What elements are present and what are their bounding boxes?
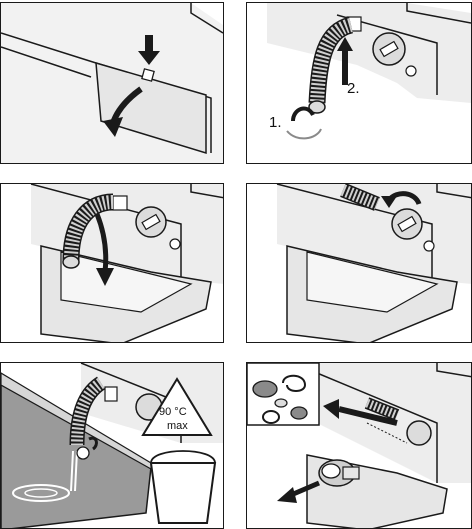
coin-icon: [252, 380, 278, 398]
pump-cap-icon[interactable]: [318, 459, 360, 487]
max-label: max: [167, 420, 188, 432]
remove-cap-illustration: [247, 363, 471, 528]
panel-open-service-flap: [0, 2, 224, 164]
step-1-label: 1.: [269, 114, 282, 131]
button-icon: [290, 406, 308, 420]
diagonal-arrow-icon: [290, 480, 320, 498]
lower-hose-illustration: [30, 184, 223, 342]
warning-triangle-icon: [141, 377, 213, 436]
hose-icon: [340, 184, 380, 211]
service-flap-illustration: [1, 3, 223, 163]
curved-down-arrow-icon: [94, 213, 109, 273]
panel-hose-stowed: [246, 183, 472, 343]
rotate-arrow-icon: [88, 436, 98, 451]
rotate-arrow-icon: [291, 106, 315, 122]
bucket-icon: [149, 462, 217, 524]
temperature-label: 90 °C: [159, 406, 187, 418]
down-arrow-icon: [138, 35, 160, 65]
paper-clip-icon: [282, 374, 307, 392]
hose-icon[interactable]: [62, 193, 114, 261]
water-stream: [70, 450, 78, 492]
panel-drain-water: 90 °C max: [0, 362, 224, 529]
panel-remove-pump-cap: [246, 362, 472, 529]
hose-stowed-illustration: [276, 184, 471, 342]
step-2-label: 2.: [347, 80, 360, 97]
panel-lower-hose: [0, 183, 224, 343]
pull-hose-illustration: 1. 2.: [267, 3, 471, 140]
panel-pull-out-hose: 1. 2.: [246, 2, 472, 164]
left-arrow-icon: [338, 406, 398, 426]
service-flap[interactable]: [95, 61, 207, 155]
drain-water-illustration: 90 °C max: [1, 363, 223, 528]
flap-latch[interactable]: [141, 68, 155, 82]
